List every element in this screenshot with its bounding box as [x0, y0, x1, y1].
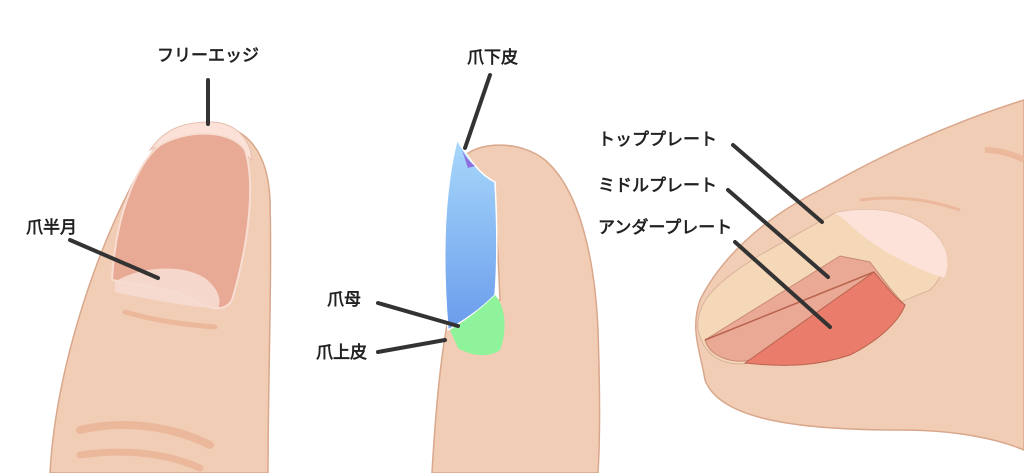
finger-layer-view [694, 99, 1024, 451]
label-top-plate: トッププレート [598, 130, 717, 150]
free-edge-top [835, 209, 948, 278]
lunula [115, 268, 220, 308]
leader-under-plate [733, 240, 832, 329]
leader-lunula [68, 238, 160, 280]
label-hyponychium: 爪下皮 [467, 48, 518, 68]
label-lunula: 爪半月 [26, 218, 77, 238]
hyponychium [462, 150, 475, 168]
leader-lines [68, 73, 832, 354]
leader-middle-plate [726, 188, 830, 279]
label-free-edge: フリーエッジ [157, 46, 259, 66]
finger-front-view [49, 121, 272, 473]
nail-plate-side [443, 138, 498, 332]
label-under-plate: アンダープレート [598, 218, 733, 238]
leader-eponychium [376, 338, 447, 354]
under-plate [743, 271, 906, 366]
matrix [450, 295, 505, 356]
label-matrix: 爪母 [327, 290, 361, 310]
label-middle-plate: ミドルプレート [598, 176, 717, 196]
leader-matrix [376, 301, 460, 328]
leader-hyponychium [463, 73, 492, 150]
leader-top-plate [731, 143, 824, 224]
finger-side-view [431, 138, 601, 473]
label-eponychium: 爪上皮 [316, 343, 367, 363]
